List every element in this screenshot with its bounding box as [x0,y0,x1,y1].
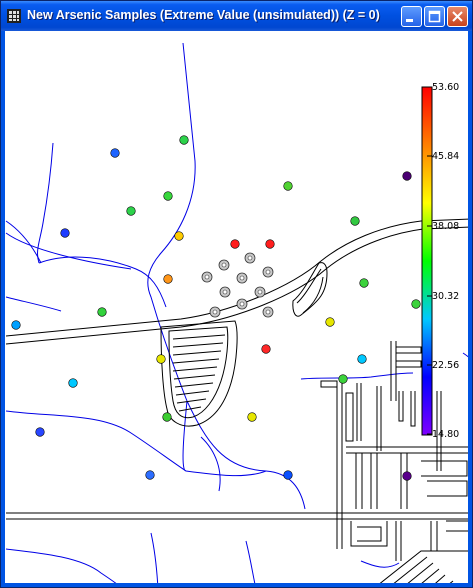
site-map[interactable]: 53.60 45.84 38.08 30.32 22.56 14.80 [5,31,468,583]
wells-layer [201,252,274,318]
well-marker[interactable] [262,306,274,318]
maximize-button[interactable] [424,6,445,27]
grid-app-icon[interactable] [7,9,21,23]
roads-layer [5,218,468,583]
colorbar-ticks [427,86,432,435]
well-marker[interactable] [254,286,266,298]
parking-rows [172,334,226,412]
sample-point[interactable] [402,171,412,181]
maximize-icon [428,10,441,23]
sample-point[interactable] [402,471,412,481]
sample-point[interactable] [60,228,70,238]
colorbar-label: 30.32 [432,291,459,302]
well-marker[interactable] [219,286,231,298]
sample-point[interactable] [357,354,367,364]
colorbar-labels: 53.60 45.84 38.08 30.32 22.56 14.80 [432,82,459,440]
sample-point[interactable] [163,191,173,201]
well-marker[interactable] [262,266,274,278]
window-title: New Arsenic Samples (Extreme Value (unsi… [27,8,380,22]
colorbar-bar [421,86,433,436]
sample-point[interactable] [163,274,173,284]
colorbar-label: 38.08 [432,221,459,232]
sample-point[interactable] [145,470,155,480]
colorbar-label: 22.56 [432,360,459,371]
sample-point[interactable] [247,412,257,422]
sample-point[interactable] [283,470,293,480]
title-bar[interactable]: New Arsenic Samples (Extreme Value (unsi… [1,1,472,31]
minimize-icon [406,19,413,22]
sample-point[interactable] [162,412,172,422]
well-marker[interactable] [209,306,221,318]
map-canvas-area[interactable]: 53.60 45.84 38.08 30.32 22.56 14.80 [5,31,468,583]
sample-point[interactable] [283,181,293,191]
well-marker[interactable] [218,259,230,271]
well-marker[interactable] [201,271,213,283]
sample-point[interactable] [411,299,421,309]
well-marker[interactable] [244,252,256,264]
sample-point[interactable] [350,216,360,226]
minimize-button[interactable] [401,6,422,27]
sample-point[interactable] [110,148,120,158]
sample-point[interactable] [359,278,369,288]
streams-layer [5,42,468,583]
sample-point[interactable] [97,307,107,317]
close-icon [452,11,463,22]
close-button[interactable] [447,6,468,27]
sample-point[interactable] [156,354,166,364]
sample-point[interactable] [338,374,348,384]
sample-point[interactable] [126,206,136,216]
colorbar-label-min: 14.80 [432,429,459,440]
well-marker[interactable] [236,272,248,284]
sample-point[interactable] [179,135,189,145]
samples-layer [11,135,421,481]
well-marker[interactable] [236,298,248,310]
sample-point[interactable] [35,427,45,437]
sample-point[interactable] [230,239,240,249]
sample-point[interactable] [174,231,184,241]
colorbar-label: 45.84 [432,151,459,162]
colorbar-label-max: 53.60 [432,82,459,93]
sample-point[interactable] [261,344,271,354]
sample-point[interactable] [68,378,78,388]
sample-point[interactable] [11,320,21,330]
sample-point[interactable] [325,317,335,327]
sample-point[interactable] [265,239,275,249]
